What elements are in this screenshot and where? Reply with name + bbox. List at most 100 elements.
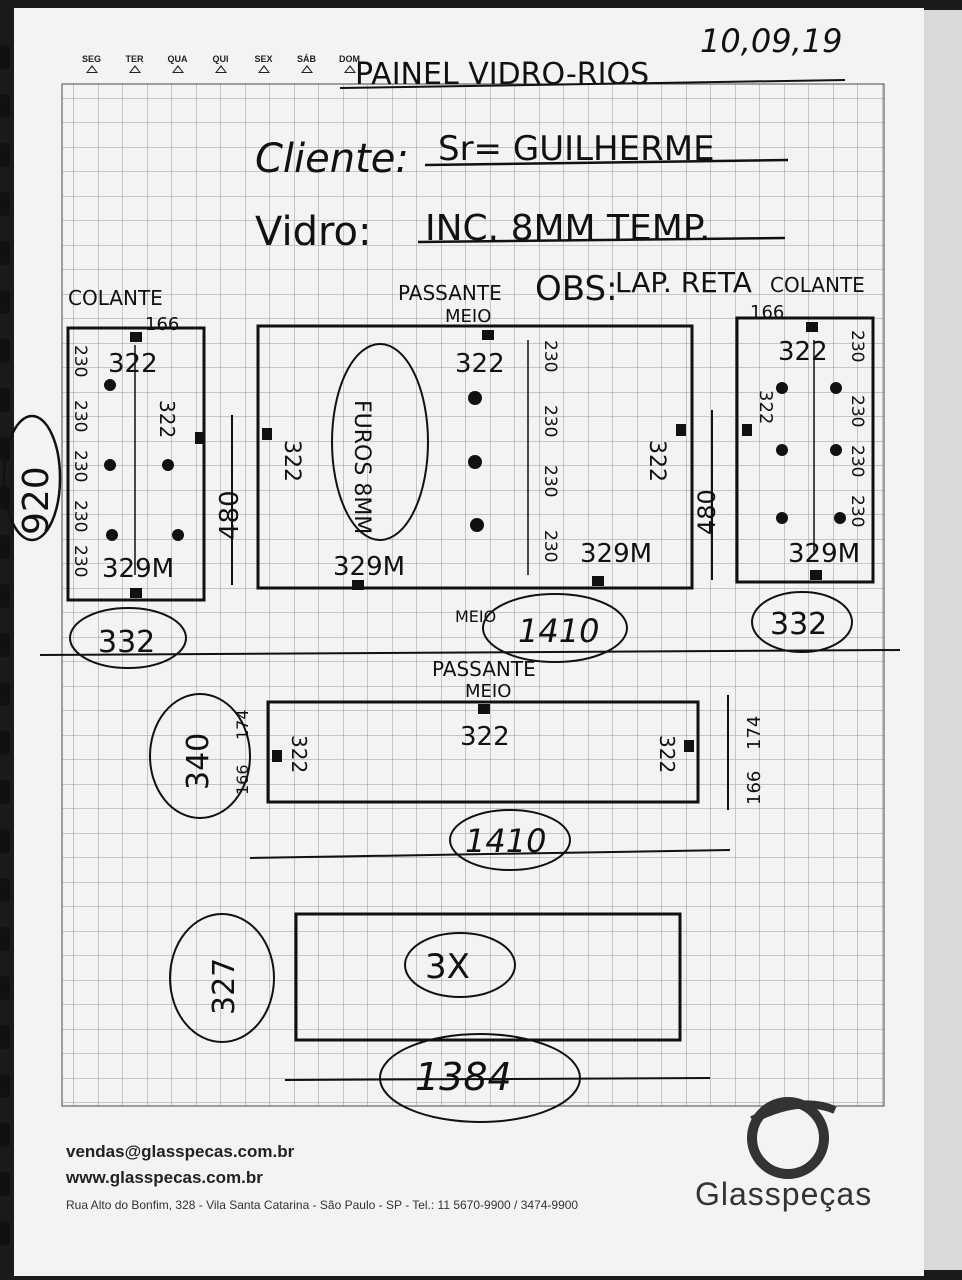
right-width-ellipse bbox=[751, 591, 853, 653]
right-clamp bbox=[806, 322, 818, 332]
spiral-ring bbox=[0, 976, 10, 1000]
drill-note-ellipse bbox=[331, 343, 429, 541]
center-right-hole: 322 bbox=[644, 440, 669, 482]
left-width-ellipse bbox=[69, 607, 187, 669]
plain-height-ellipse bbox=[169, 913, 275, 1043]
left-clamp bbox=[195, 432, 205, 444]
center-panel: PASSANTE MEIO 322 322 322 FUROS 8MM 329M… bbox=[256, 281, 721, 663]
left-hole-dot bbox=[104, 379, 116, 391]
center-panel-subtitle: MEIO bbox=[445, 306, 491, 327]
left-spacing-5: 230 bbox=[70, 545, 90, 577]
left-clamp bbox=[130, 588, 142, 598]
spiral-ring bbox=[0, 927, 10, 951]
footer-website: www.glasspecas.com.br bbox=[66, 1168, 263, 1187]
client-label: Cliente: bbox=[255, 136, 409, 182]
spiral-ring bbox=[0, 143, 10, 167]
spiral-ring bbox=[0, 535, 10, 559]
obs-value: LAP. RETA bbox=[615, 266, 752, 299]
center-width-note: MEIO bbox=[455, 607, 496, 626]
weekday-seg: SEG bbox=[70, 54, 113, 73]
plain-width: 1384 bbox=[415, 1055, 512, 1099]
plain-height: 327 bbox=[207, 958, 242, 1015]
left-hole-label: 322 bbox=[108, 349, 158, 379]
weekday-qua: QUA bbox=[156, 54, 199, 73]
right-hole-dot bbox=[776, 444, 788, 456]
triangle-icon bbox=[214, 65, 227, 73]
bottom-clamp bbox=[272, 750, 282, 762]
left-panel: COLANTE 166 322 322 329M 230 230 230 230… bbox=[66, 286, 245, 602]
weekday-ter: TER bbox=[113, 54, 156, 73]
spiral-ring bbox=[0, 878, 10, 902]
center-spacing-2: 230 bbox=[540, 405, 560, 437]
right-spacing-4: 230 bbox=[847, 495, 867, 527]
left-spacing-2: 230 bbox=[70, 400, 90, 432]
weekday-sab: SÁB bbox=[285, 54, 328, 73]
right-top-dim: 166 bbox=[750, 302, 784, 323]
bottom-width-ellipse bbox=[449, 809, 571, 871]
bottom-left-dim-top: 174 bbox=[233, 709, 252, 740]
center-spacing-4: 230 bbox=[540, 530, 560, 562]
plain-panel-outline bbox=[294, 912, 682, 1042]
bottom-right-hole: 322 bbox=[655, 735, 679, 773]
left-height: 480 bbox=[215, 490, 245, 540]
weekday-dom: DOM bbox=[328, 54, 371, 73]
right-hole-dot bbox=[776, 382, 788, 394]
left-clamp bbox=[130, 332, 142, 342]
obs-label: OBS: bbox=[535, 269, 618, 309]
plain-width-dimline bbox=[284, 1077, 711, 1081]
center-clamp bbox=[262, 428, 272, 440]
spiral-ring bbox=[0, 45, 10, 69]
center-clamp bbox=[482, 330, 494, 340]
right-clamp bbox=[742, 424, 752, 436]
left-hole-dot bbox=[172, 529, 184, 541]
bottom-clamp bbox=[478, 704, 490, 714]
total-height: 920 bbox=[16, 466, 57, 535]
triangle-icon bbox=[171, 65, 184, 73]
spiral-ring bbox=[0, 780, 10, 804]
center-spacing-3: 230 bbox=[540, 465, 560, 497]
left-spacing-4: 230 bbox=[70, 500, 90, 532]
spiral-ring bbox=[0, 584, 10, 608]
left-hole-dot bbox=[104, 459, 116, 471]
spiral-ring bbox=[0, 437, 10, 461]
spiral-ring bbox=[0, 1172, 10, 1196]
spiral-ring bbox=[0, 192, 10, 216]
bottom-width-dimline bbox=[249, 849, 731, 859]
right-spacing-3: 230 bbox=[847, 445, 867, 477]
right-clamp bbox=[810, 570, 822, 580]
height-ellipse bbox=[2, 414, 62, 542]
left-side-hole: 322 bbox=[155, 400, 179, 438]
right-hole-dot bbox=[830, 444, 842, 456]
plain-panel: 327 3X 1384 bbox=[169, 912, 711, 1123]
quantity-ellipse bbox=[404, 932, 516, 998]
left-spacing-1: 230 bbox=[70, 345, 90, 377]
spiral-ring bbox=[0, 1221, 10, 1245]
center-hole-dot bbox=[470, 518, 484, 532]
bottom-panel-title: PASSANTE bbox=[432, 657, 536, 681]
center-hole-dot bbox=[468, 455, 482, 469]
spiral-ring bbox=[0, 731, 10, 755]
triangle-icon bbox=[128, 65, 141, 73]
spiral-ring bbox=[0, 339, 10, 363]
bottom-height-ellipse bbox=[149, 693, 251, 819]
center-hole-label: 322 bbox=[455, 349, 505, 379]
center-clamp bbox=[676, 424, 686, 436]
center-bottom-right: 329M bbox=[580, 539, 652, 569]
center-height: 480 bbox=[693, 489, 721, 535]
spiral-ring bbox=[0, 1074, 10, 1098]
triangle-icon bbox=[300, 65, 313, 73]
left-panel-outline bbox=[66, 326, 206, 602]
right-spacing-1: 230 bbox=[847, 330, 867, 362]
title-underline bbox=[339, 79, 846, 89]
spiral-ring bbox=[0, 829, 10, 853]
footer-email: vendas@glasspecas.com.br bbox=[66, 1142, 295, 1161]
center-clamp bbox=[352, 580, 364, 590]
center-clamp bbox=[592, 576, 604, 586]
order-date: 10,09,19 bbox=[700, 22, 843, 60]
client-underline bbox=[424, 158, 789, 167]
left-hole-dot bbox=[162, 459, 174, 471]
right-bottom-label: 329M bbox=[788, 539, 860, 569]
right-hole-dot bbox=[776, 512, 788, 524]
